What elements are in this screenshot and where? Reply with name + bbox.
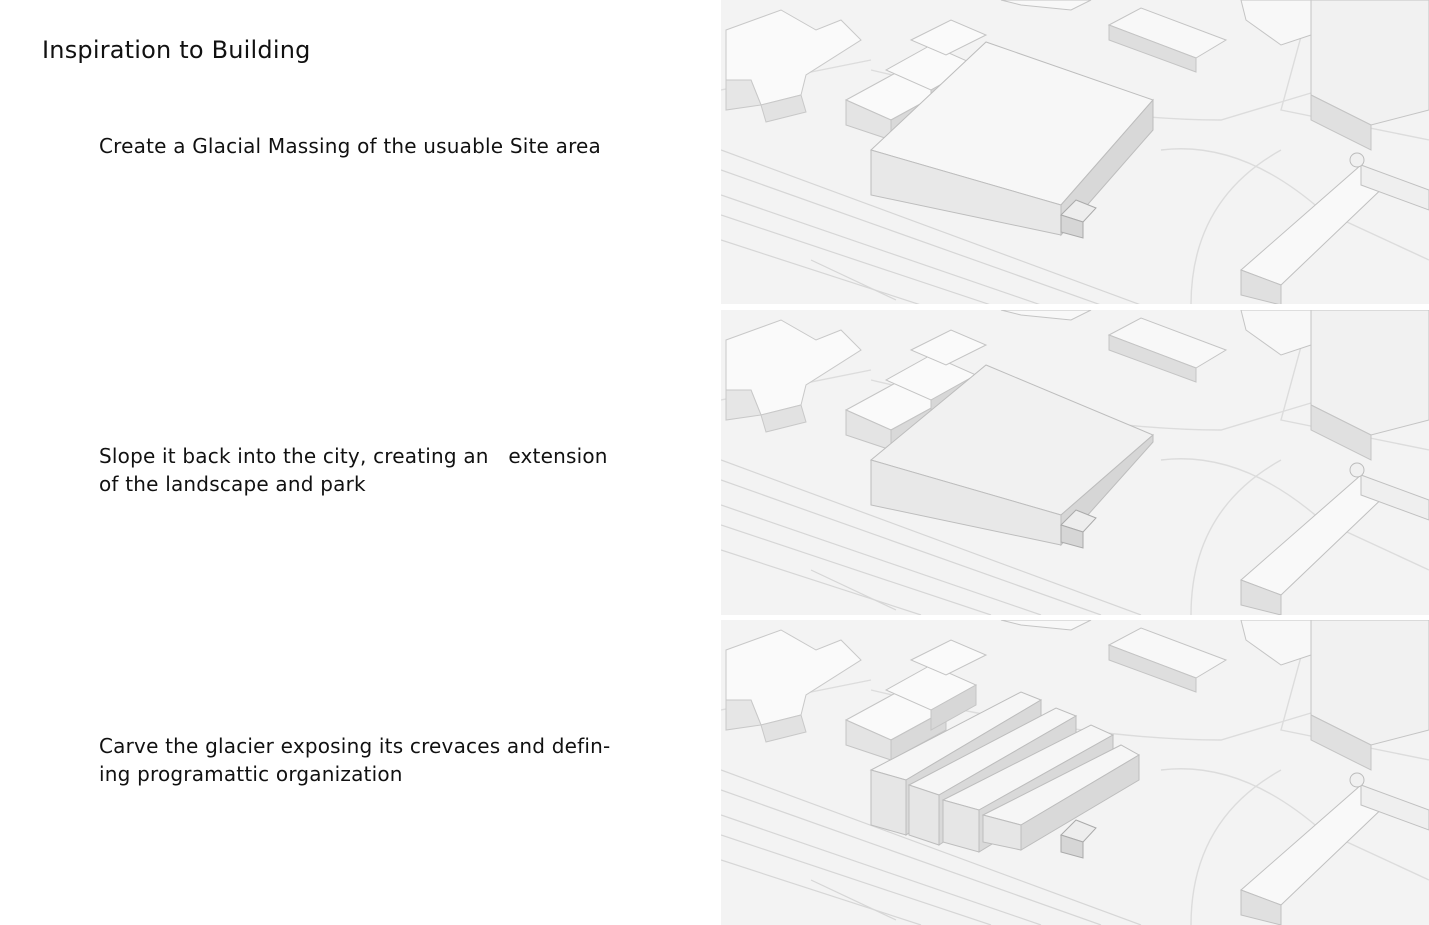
- site-model-image: [721, 0, 1429, 304]
- site-model-image: [721, 310, 1429, 615]
- building-left: [725, 629, 862, 743]
- building-right: [1240, 462, 1429, 615]
- buildings-top: [1000, 0, 1312, 73]
- building-left: [725, 9, 862, 123]
- rail-lines: [721, 149, 1141, 304]
- building-apartments: [844, 639, 988, 761]
- building-right: [1240, 152, 1429, 304]
- render-glacial-massing: [721, 0, 1429, 304]
- step-3-caption: Carve the glacier exposing its crevaces …: [99, 734, 611, 786]
- page-title: Inspiration to Building: [42, 36, 311, 64]
- buildings-top: [1000, 620, 1312, 693]
- render-sloped-massing: [721, 310, 1429, 615]
- site-model-image: [721, 620, 1429, 925]
- building-tower: [1310, 620, 1429, 771]
- building-house: [1060, 199, 1097, 239]
- building-house: [1060, 819, 1097, 859]
- building-tower: [1310, 310, 1429, 461]
- building-right: [1240, 772, 1429, 925]
- building-house: [1060, 509, 1097, 549]
- massing-carved-bars: [869, 691, 1141, 853]
- massing-block: [870, 41, 1154, 237]
- building-left: [725, 319, 862, 433]
- rail-lines: [721, 459, 1142, 615]
- step-2-caption: Slope it back into the city, creating an…: [99, 444, 608, 496]
- rail-lines: [721, 769, 1142, 925]
- render-carved-massing: [721, 620, 1429, 925]
- building-tower: [1310, 0, 1429, 151]
- buildings-top: [1000, 310, 1312, 383]
- step-1-caption: Create a Glacial Massing of the usuable …: [99, 134, 602, 158]
